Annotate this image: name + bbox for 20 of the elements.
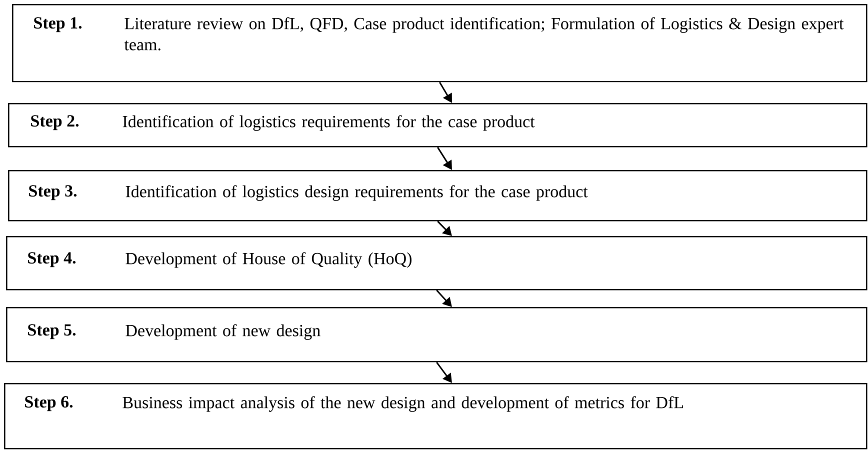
step-box [6, 236, 868, 290]
step-description: Literature review on DfL, QFD, Case product identification; Formulation of Logistics & Design expert team. [124, 17, 844, 50]
step-box [12, 4, 868, 82]
step-description: Identification of logistics requirements for the case product [122, 115, 535, 131]
step-box [8, 170, 868, 222]
step-description: Business impact analysis of the new design and development of metrics for DfL [122, 396, 684, 412]
arrow [437, 220, 452, 236]
step-description: Development of House of Quality (HoQ) [126, 252, 412, 268]
step-box [4, 383, 868, 450]
step-description: Development of new design [126, 324, 320, 340]
step-label: Step 6. [25, 396, 73, 412]
step-label: Step 5. [28, 324, 76, 340]
step-label: Step 1. [34, 17, 82, 32]
step-label: Step 2. [31, 115, 79, 130]
arrow [436, 290, 452, 307]
step-label: Step 4. [28, 252, 76, 268]
step-label: Step 3. [29, 185, 77, 200]
step-box [6, 307, 868, 362]
step-box [8, 103, 868, 148]
step-description: Identification of logistics design requirements for the case product [126, 185, 588, 201]
